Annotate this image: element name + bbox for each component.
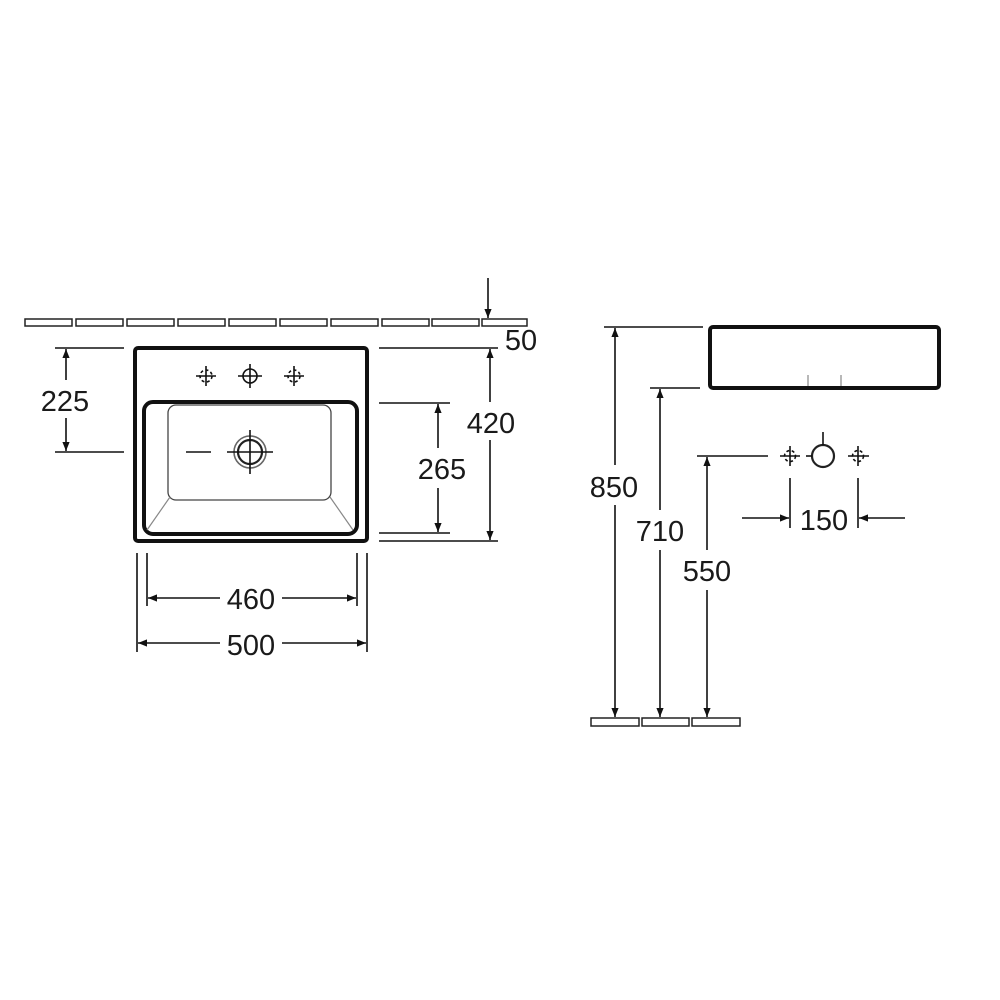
dimension-550: 550	[683, 457, 731, 717]
dimension-225: 225	[41, 347, 124, 453]
sink-side-outline	[708, 325, 941, 390]
svg-text:500: 500	[227, 630, 275, 662]
svg-text:460: 460	[227, 584, 275, 616]
dimension-850: 850	[590, 328, 638, 717]
dimension-420: 420	[379, 347, 515, 542]
svg-text:225: 225	[41, 386, 89, 418]
sink-plan-outline	[133, 346, 369, 543]
dimension-460: 460	[146, 553, 358, 616]
svg-text:150: 150	[800, 505, 848, 537]
svg-text:850: 850	[590, 472, 638, 504]
dimension-710: 710	[636, 389, 684, 717]
wall-tiles-plan	[24, 318, 528, 327]
dimension-265: 265	[379, 402, 466, 534]
floor-tiles	[590, 717, 741, 727]
waste-outlet-icon	[806, 432, 836, 469]
svg-text:265: 265	[418, 454, 466, 486]
dim-wall-gap: 50	[505, 325, 537, 357]
dimension-500: 500	[136, 553, 368, 662]
svg-text:550: 550	[683, 556, 731, 588]
svg-text:710: 710	[636, 516, 684, 548]
drain-icon	[227, 430, 273, 474]
dimension-150: 150	[742, 478, 905, 537]
svg-text:420: 420	[467, 408, 515, 440]
tap-hole-icon	[284, 366, 304, 386]
tap-hole-icon	[238, 364, 262, 388]
tap-hole-icon	[196, 366, 216, 386]
supply-hole-icon	[848, 446, 869, 466]
supply-hole-icon	[780, 446, 800, 466]
